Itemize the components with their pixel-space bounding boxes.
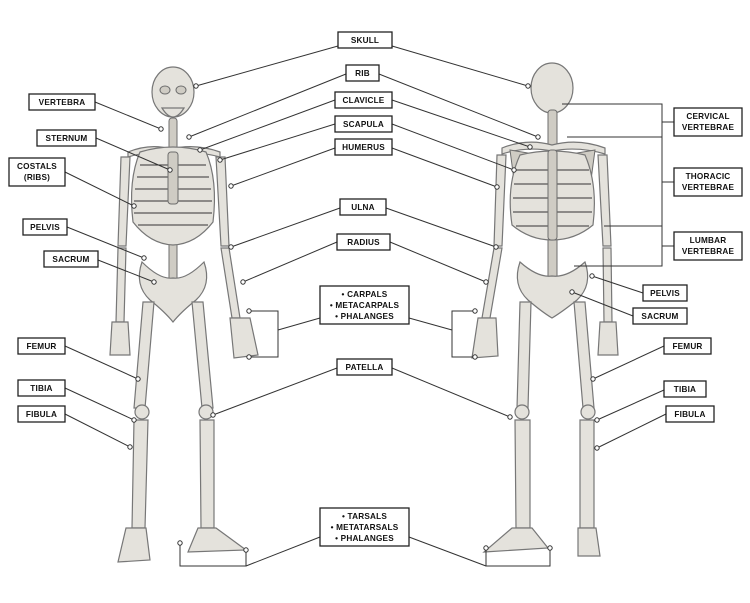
label-femur-left-text: FEMUR [26, 342, 56, 351]
label-sacrum-right: SACRUM [633, 308, 687, 324]
label-metacarpals-text: • METACARPALS [330, 301, 400, 310]
label-pelvis-right-text: PELVIS [650, 289, 680, 298]
label-carpals-text: • CARPALS [342, 290, 388, 299]
label-fibula-right: FIBULA [666, 406, 714, 422]
label-sacrum-left: SACRUM [44, 251, 98, 267]
label-humerus-text: HUMERUS [342, 143, 385, 152]
label-radius: RADIUS [337, 234, 390, 250]
label-sternum: STERNUM [37, 130, 96, 146]
label-ulna: ULNA [340, 199, 386, 215]
label-tibia-right-text: TIBIA [674, 385, 696, 394]
label-vertebra-text: VERTEBRA [39, 98, 86, 107]
label-sacrum-left-text: SACRUM [52, 255, 89, 264]
label-ribs-text: (RIBS) [24, 173, 50, 182]
label-fibula-right-text: FIBULA [674, 410, 705, 419]
label-thoracic-text: THORACIC [686, 172, 731, 181]
label-radius-text: RADIUS [347, 238, 380, 247]
label-femur-right-text: FEMUR [672, 342, 702, 351]
label-femur-left: FEMUR [18, 338, 65, 354]
label-sternum-text: STERNUM [46, 134, 88, 143]
label-tibia-left-text: TIBIA [30, 384, 52, 393]
label-rib: RIB [346, 65, 379, 81]
label-ulna-text: ULNA [351, 203, 375, 212]
label-clavicle: CLAVICLE [335, 92, 392, 108]
label-foot-phalanges-text: • PHALANGES [335, 534, 394, 543]
label-skull-text: SKULL [351, 36, 379, 45]
label-patella-text: PATELLA [346, 363, 384, 372]
label-patella: PATELLA [337, 359, 392, 375]
label-lumbar-vertebrae-text: VERTEBRAE [682, 247, 735, 256]
label-scapula: SCAPULA [335, 116, 392, 132]
label-lumbar-text: LUMBAR [690, 236, 727, 245]
label-metatarsals-text: • METATARSALS [331, 523, 399, 532]
label-pelvis-left: PELVIS [23, 219, 67, 235]
label-tarsals-text: • TARSALS [342, 512, 387, 521]
label-clavicle-text: CLAVICLE [343, 96, 385, 105]
label-vertebra: VERTEBRA [29, 94, 95, 110]
back-skull [531, 63, 573, 113]
label-sacrum-right-text: SACRUM [641, 312, 678, 321]
label-humerus: HUMERUS [335, 139, 392, 155]
label-rib-text: RIB [355, 69, 370, 78]
label-scapula-text: SCAPULA [343, 120, 384, 129]
label-thoracic-vertebrae-text: VERTEBRAE [682, 183, 735, 192]
label-pelvis-left-text: PELVIS [30, 223, 60, 232]
label-hand-phalanges-text: • PHALANGES [335, 312, 394, 321]
label-cervical-vertebrae-text: VERTEBRAE [682, 123, 735, 132]
label-femur-right: FEMUR [664, 338, 711, 354]
label-fibula-left-text: FIBULA [26, 410, 57, 419]
label-fibula-left: FIBULA [18, 406, 65, 422]
label-tibia-right: TIBIA [664, 381, 706, 397]
label-cervical-text: CERVICAL [686, 112, 729, 121]
label-skull: SKULL [338, 32, 392, 48]
front-skeleton [110, 67, 258, 562]
label-tibia-left: TIBIA [18, 380, 65, 396]
label-pelvis-right: PELVIS [643, 285, 687, 301]
label-costals-text: COSTALS [17, 162, 57, 171]
